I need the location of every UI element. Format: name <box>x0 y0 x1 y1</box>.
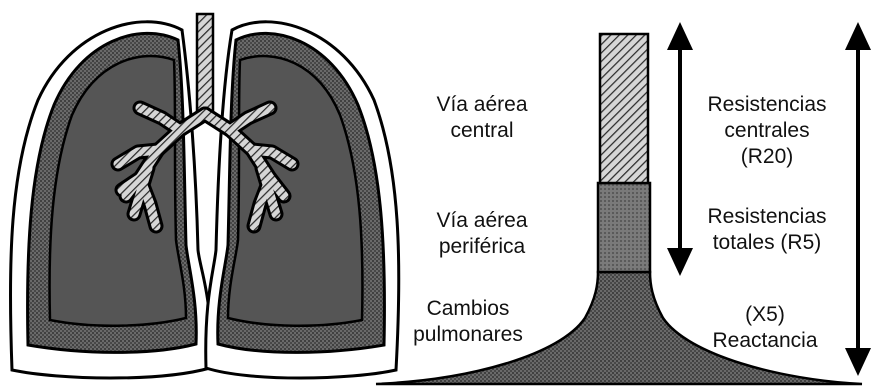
label-line: totales (R5) <box>692 230 842 256</box>
label-line: periférica <box>412 234 552 260</box>
label-line: Resistencias <box>692 92 842 118</box>
label-line: pulmonares <box>398 322 538 348</box>
label-line: Vía aérea <box>412 208 552 234</box>
label-peripheral-airway: Vía aérea periférica <box>412 208 552 260</box>
label-line: Resistencias <box>692 204 842 230</box>
double-arrow-icon <box>667 22 693 276</box>
label-line: (R20) <box>692 144 842 170</box>
label-reactance: (X5) Reactancia <box>700 302 830 354</box>
double-arrow-icon <box>845 22 871 376</box>
label-line: Reactancia <box>700 328 830 354</box>
trachea <box>197 14 213 118</box>
lungs-illustration <box>10 14 398 378</box>
label-line: (X5) <box>700 302 830 328</box>
label-total-resistance: Resistencias totales (R5) <box>692 204 842 256</box>
label-line: centrales <box>692 118 842 144</box>
label-line: Cambios <box>398 296 538 322</box>
central-airway-segment <box>600 34 648 183</box>
label-central-resistance: Resistencias centrales (R20) <box>692 92 842 170</box>
peripheral-airway-segment <box>598 183 650 272</box>
label-line: Vía aérea <box>412 92 552 118</box>
label-line: central <box>412 118 552 144</box>
label-pulmonary-changes: Cambios pulmonares <box>398 296 538 348</box>
label-central-airway: Vía aérea central <box>412 92 552 144</box>
